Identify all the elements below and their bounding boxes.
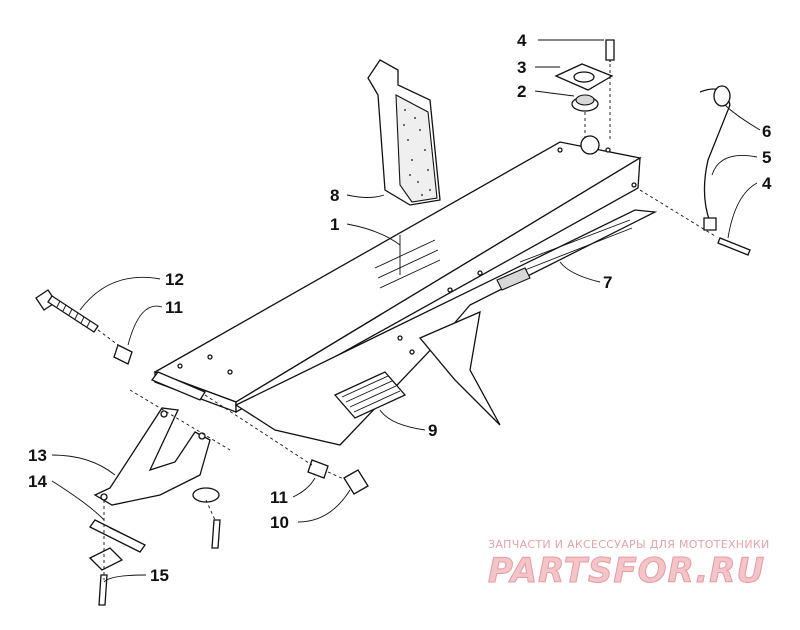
callout-6: 6 <box>762 122 771 141</box>
callout-3: 3 <box>517 58 526 77</box>
watermark: ЗАПЧАСТИ И АКСЕССУАРЫ ДЛЯ МОТОТЕХНИКИ PA… <box>488 538 770 592</box>
callout-9: 9 <box>428 421 437 440</box>
callout-8: 8 <box>330 186 339 205</box>
callout-12: 12 <box>165 270 184 289</box>
callout-11-upper: 11 <box>165 298 183 317</box>
callout-13: 13 <box>28 446 47 465</box>
watermark-logo: PARTSFOR.RU <box>488 551 765 591</box>
bolt-assembly <box>35 289 369 495</box>
callout-labels: 4 3 2 6 5 4 7 8 1 9 10 11 12 11 13 14 15 <box>28 31 772 585</box>
platform-fin <box>418 310 501 426</box>
decal-9 <box>333 371 407 419</box>
callout-1: 1 <box>330 215 339 234</box>
callout-5: 5 <box>762 148 771 167</box>
watermark-tagline: ЗАПЧАСТИ И АКСЕССУАРЫ ДЛЯ МОТОТЕХНИКИ <box>488 538 770 551</box>
leader-lines <box>51 39 761 583</box>
bracket-assembly <box>88 389 231 606</box>
callout-7: 7 <box>603 273 612 292</box>
top-hardware <box>554 39 615 140</box>
callout-11-lower: 11 <box>270 488 288 507</box>
callout-4-right: 4 <box>762 174 772 193</box>
callout-10: 10 <box>270 513 289 532</box>
callout-15: 15 <box>150 566 169 585</box>
heel-pad <box>367 59 441 275</box>
lanyard-pin <box>639 85 751 256</box>
callout-2: 2 <box>517 82 526 101</box>
callout-4-top: 4 <box>517 31 527 50</box>
callout-14: 14 <box>28 472 47 491</box>
